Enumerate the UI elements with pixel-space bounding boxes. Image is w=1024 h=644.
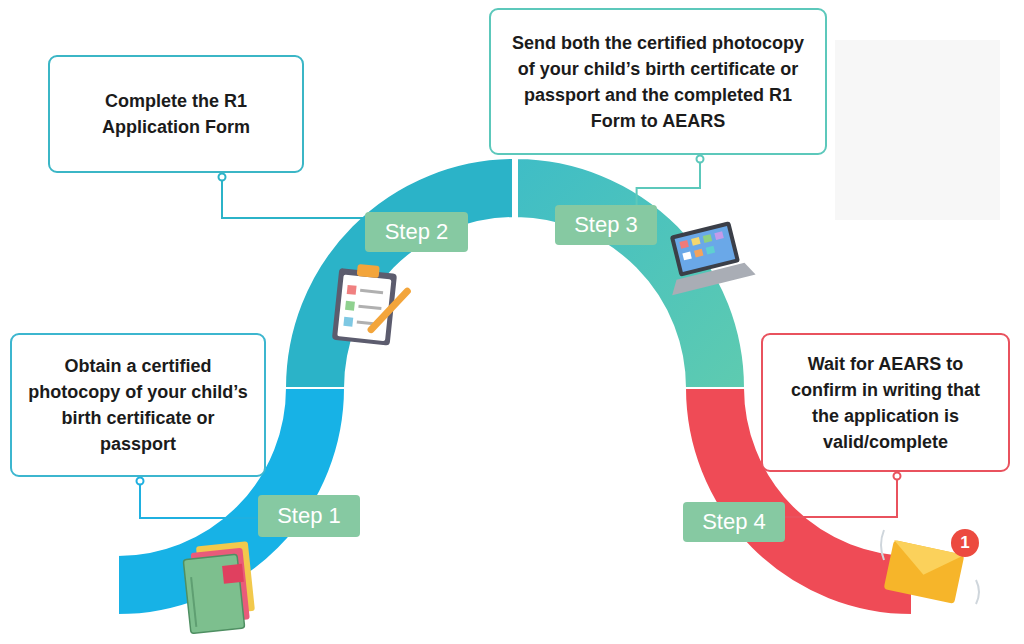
leader-line xyxy=(219,173,366,218)
laptop-base xyxy=(669,261,756,295)
leader-line xyxy=(785,472,901,517)
clipboard-clip xyxy=(357,264,380,278)
book-spine xyxy=(191,577,196,627)
step-label: Step 2 xyxy=(385,219,449,245)
leader-path xyxy=(140,477,258,518)
notification-badge: 1 xyxy=(951,529,979,557)
text-line xyxy=(360,290,383,292)
step-box: Complete the R1 Application Form xyxy=(48,55,304,173)
app-tile xyxy=(706,246,715,255)
clipboard-board xyxy=(332,268,397,346)
mail-icon xyxy=(881,530,979,604)
leader-path xyxy=(785,472,897,517)
step-label: Step 3 xyxy=(574,212,638,238)
leader-path xyxy=(222,173,365,218)
leader-path xyxy=(637,155,700,205)
step-box: Send both the certified photocopy of you… xyxy=(489,8,827,155)
app-tile xyxy=(694,249,703,258)
leader-line xyxy=(637,155,704,205)
step-pill: Step 3 xyxy=(555,205,657,245)
faint-panel xyxy=(835,40,1000,220)
step-label: Step 1 xyxy=(277,503,341,529)
laptop-icon xyxy=(658,218,755,295)
clipboard-paper xyxy=(337,274,391,341)
step-text: Wait for AEARS to confirm in writing tha… xyxy=(785,351,986,455)
app-tile xyxy=(682,252,691,261)
check-box xyxy=(343,317,353,327)
check-box xyxy=(347,285,357,295)
app-tile xyxy=(679,240,688,249)
book xyxy=(183,554,244,633)
leader-line xyxy=(137,477,259,518)
step-label: Step 4 xyxy=(702,509,766,535)
app-tile xyxy=(714,231,723,240)
laptop-display xyxy=(675,226,736,272)
leader-dot xyxy=(137,478,144,485)
signal-wave xyxy=(976,580,979,604)
step-pill: Step 4 xyxy=(683,502,785,542)
text-line xyxy=(357,322,374,324)
check-box xyxy=(345,301,355,311)
step-text: Complete the R1 Application Form xyxy=(84,88,268,140)
step-box: Wait for AEARS to confirm in writing tha… xyxy=(761,333,1010,472)
arc-segment xyxy=(285,158,513,388)
leader-dot xyxy=(697,156,704,163)
leader-dot xyxy=(894,473,901,480)
step-pill: Step 1 xyxy=(258,495,360,537)
step-text: Obtain a certified photocopy of your chi… xyxy=(28,353,248,457)
step-text: Send both the certified photocopy of you… xyxy=(509,30,807,134)
clipboard-icon xyxy=(332,262,410,347)
books-icon xyxy=(182,541,257,633)
signal-wave xyxy=(881,530,884,560)
pencil xyxy=(371,288,407,333)
app-tile xyxy=(691,237,700,246)
bookmark xyxy=(222,564,244,584)
step-box: Obtain a certified photocopy of your chi… xyxy=(10,333,266,477)
app-tile xyxy=(703,234,712,243)
leader-dot xyxy=(219,174,226,181)
step-pill: Step 2 xyxy=(365,212,468,252)
text-line xyxy=(358,306,381,308)
